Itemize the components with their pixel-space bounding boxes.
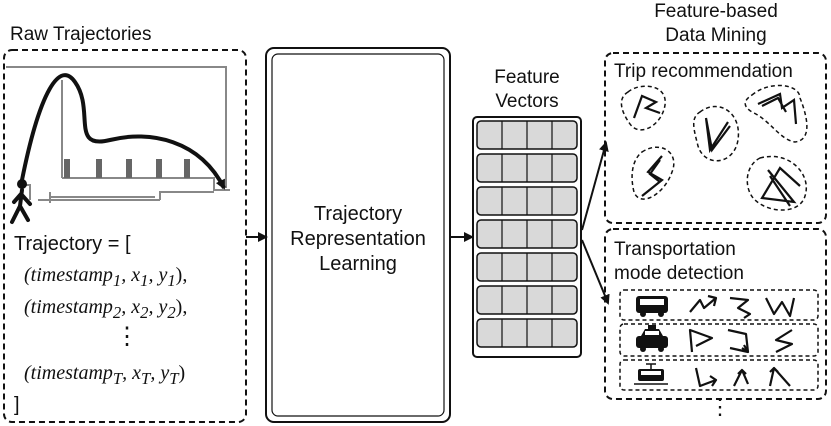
learning-line-1: Trajectory [313,203,403,225]
rowT-ys: T [169,369,179,388]
rowT-y: y [160,362,170,384]
vectors-line-2: Vectors [495,91,559,112]
transport-line-2: mode detection [614,263,744,284]
arrow-to-trip [581,141,609,231]
transport-rows [619,289,819,391]
trajectory-vdots: ⋮ [115,323,139,350]
map-sketch [6,66,230,203]
trajectory-open: Trajectory = [ [14,233,131,255]
rowT-sub: T [112,369,123,388]
row2-tail: ), [175,296,188,318]
rowT-tail: ) [178,362,186,384]
bus-icon [636,296,668,317]
map-blocks [64,159,190,178]
walker-icon [10,179,32,224]
learning-box-outer [265,47,451,423]
feature-vectors-title: Feature Vectors [470,66,584,114]
trip-sketches [620,84,808,211]
learning-box-inner [271,53,445,417]
transport-line-1: Transportation [614,239,736,260]
raw-trajectories-box [3,49,247,423]
row1-timestamp: timestamp [30,264,113,286]
trajectory-row-1: (timestamp1, x1, y1), [24,264,188,290]
mode-sketches [688,294,796,388]
row1-xs: 1 [140,271,149,290]
rowT-xs: T [141,369,151,388]
trajectory-curve [20,73,226,190]
mining-line-1: Feature-based [654,1,778,22]
row1-sub: 1 [112,271,122,290]
row2-y: y [158,296,168,318]
row1-x: x [131,264,141,286]
trajectory-row-T: (timestampT, xT, yT) [24,362,186,388]
feature-vectors [472,116,582,358]
trip-box [604,52,827,224]
arrow-to-transport [581,239,610,305]
trip-recommendation-label: Trip recommendation [614,61,793,82]
rowT-x: x [132,362,142,384]
transport-label: Transportation mode detection [614,238,744,286]
mining-title: Feature-based Data Mining [604,0,828,48]
row1-tail: ), [175,264,188,286]
row2-ys: 2 [167,303,176,322]
transport-box [604,228,827,400]
learning-line-3: Learning [319,253,397,275]
learning-label: Trajectory Representation Learning [272,202,444,277]
mining-line-2: Data Mining [665,25,767,46]
more-vdots: ⋮ [709,394,731,419]
trajectory-close: ] [14,394,20,416]
row1-y: y [158,264,168,286]
row1-ys: 1 [167,271,176,290]
tram-icon [634,363,668,385]
learning-line-2: Representation [290,228,426,250]
row2-timestamp: timestamp [30,296,113,318]
rowT-timestamp: timestamp [30,362,113,384]
trajectory-row-2: (timestamp2, x2, y2), [24,296,188,322]
row2-xs: 2 [140,303,149,322]
raw-trajectories-title: Raw Trajectories [10,24,152,45]
row2-x: x [131,296,141,318]
vectors-line-1: Feature [494,67,560,88]
row2-sub: 2 [112,303,122,322]
taxi-icon [636,325,668,352]
